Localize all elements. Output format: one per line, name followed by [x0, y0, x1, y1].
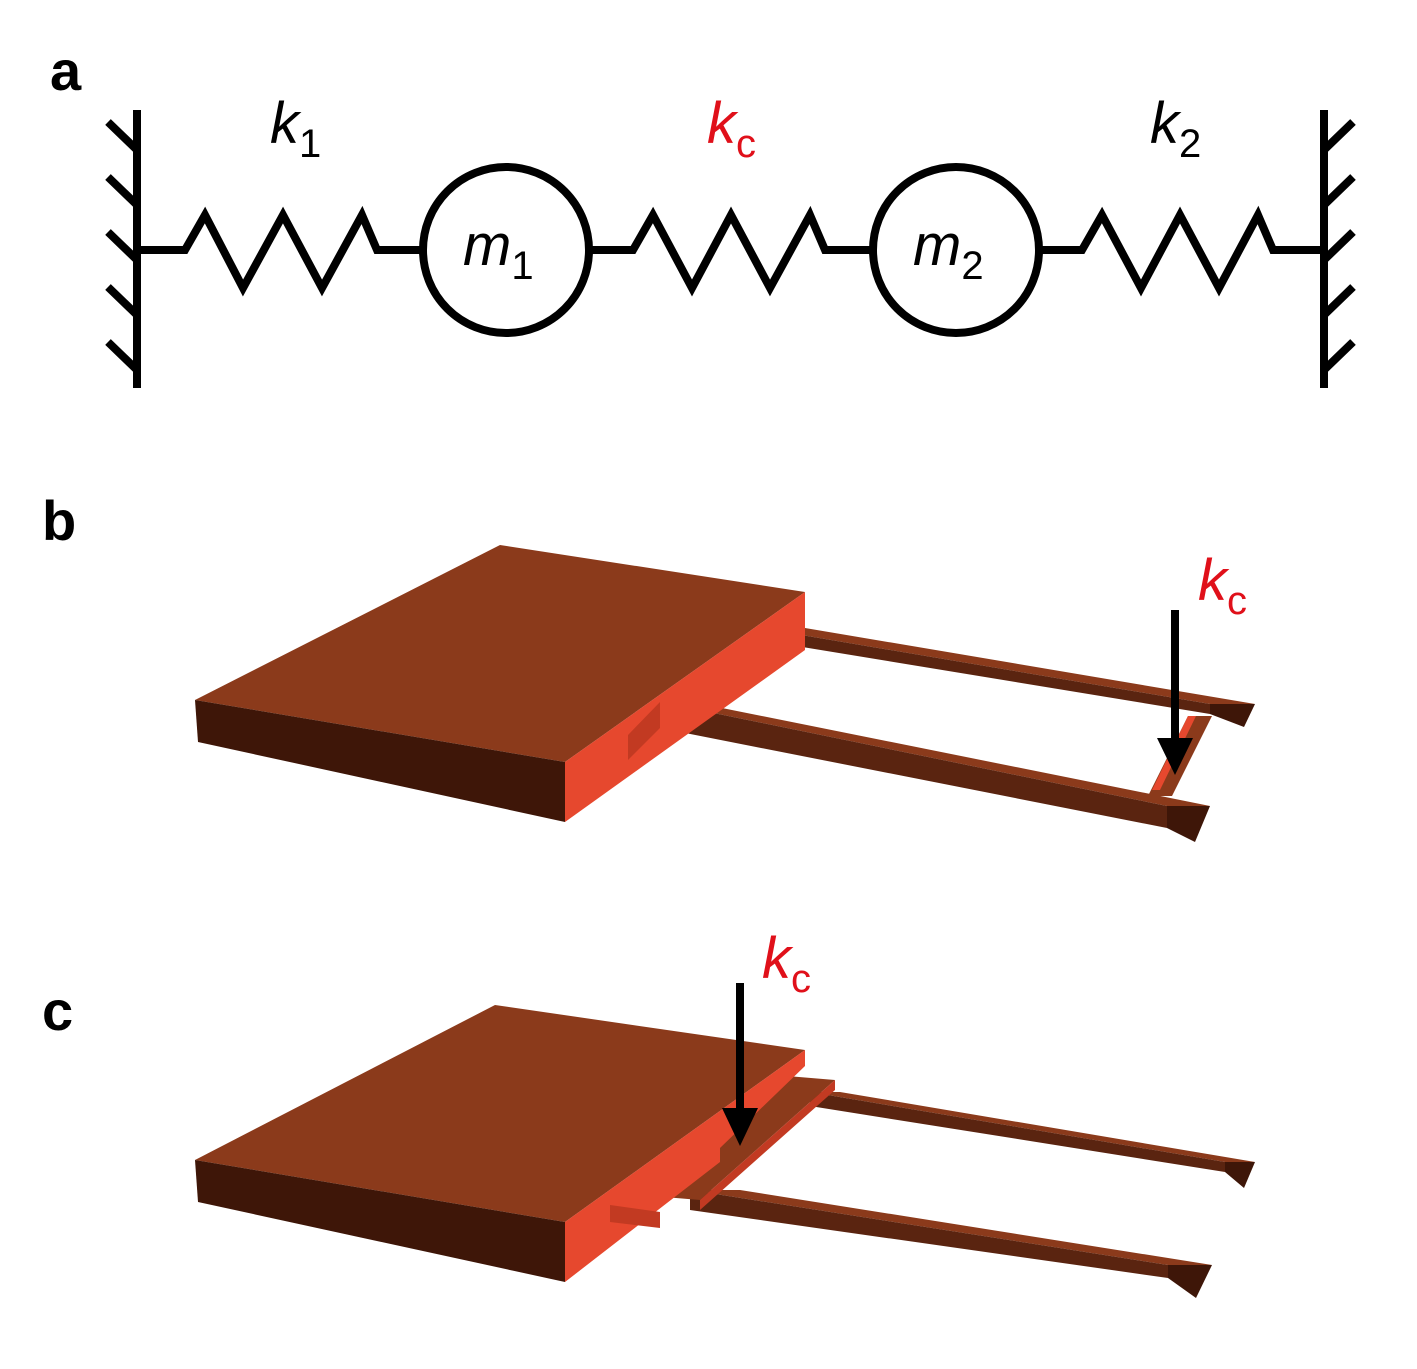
panel-c: c kc	[42, 926, 1255, 1298]
label-kc-c: kc	[762, 926, 811, 1001]
panel-c-letter: c	[42, 979, 73, 1042]
panel-b: b kc	[42, 489, 1255, 842]
resonator-b	[195, 545, 1255, 842]
resonator-c	[195, 1005, 1255, 1298]
arrow-c	[722, 983, 758, 1146]
panel-a: a k1 kc k2	[50, 39, 1356, 388]
label-m2: m2	[913, 213, 984, 288]
spring-kc	[589, 205, 873, 297]
panel-b-letter: b	[42, 489, 76, 552]
spring-k1	[137, 205, 423, 297]
label-k2: k2	[1150, 91, 1201, 166]
panel-a-letter: a	[50, 39, 82, 102]
spring-k2	[1039, 205, 1324, 297]
pad-top-b	[195, 545, 805, 762]
label-k1: k1	[270, 91, 321, 166]
label-m1: m1	[463, 213, 534, 288]
right-wall	[1320, 110, 1356, 388]
arrow-b	[1157, 610, 1193, 775]
left-wall	[105, 110, 141, 388]
pad-side-b	[565, 592, 805, 822]
label-kc-a: kc	[707, 91, 756, 166]
pad-top-c	[195, 1005, 805, 1222]
pad-front-b	[195, 700, 565, 822]
pad-front-c	[195, 1160, 565, 1282]
label-kc-b: kc	[1198, 548, 1247, 623]
